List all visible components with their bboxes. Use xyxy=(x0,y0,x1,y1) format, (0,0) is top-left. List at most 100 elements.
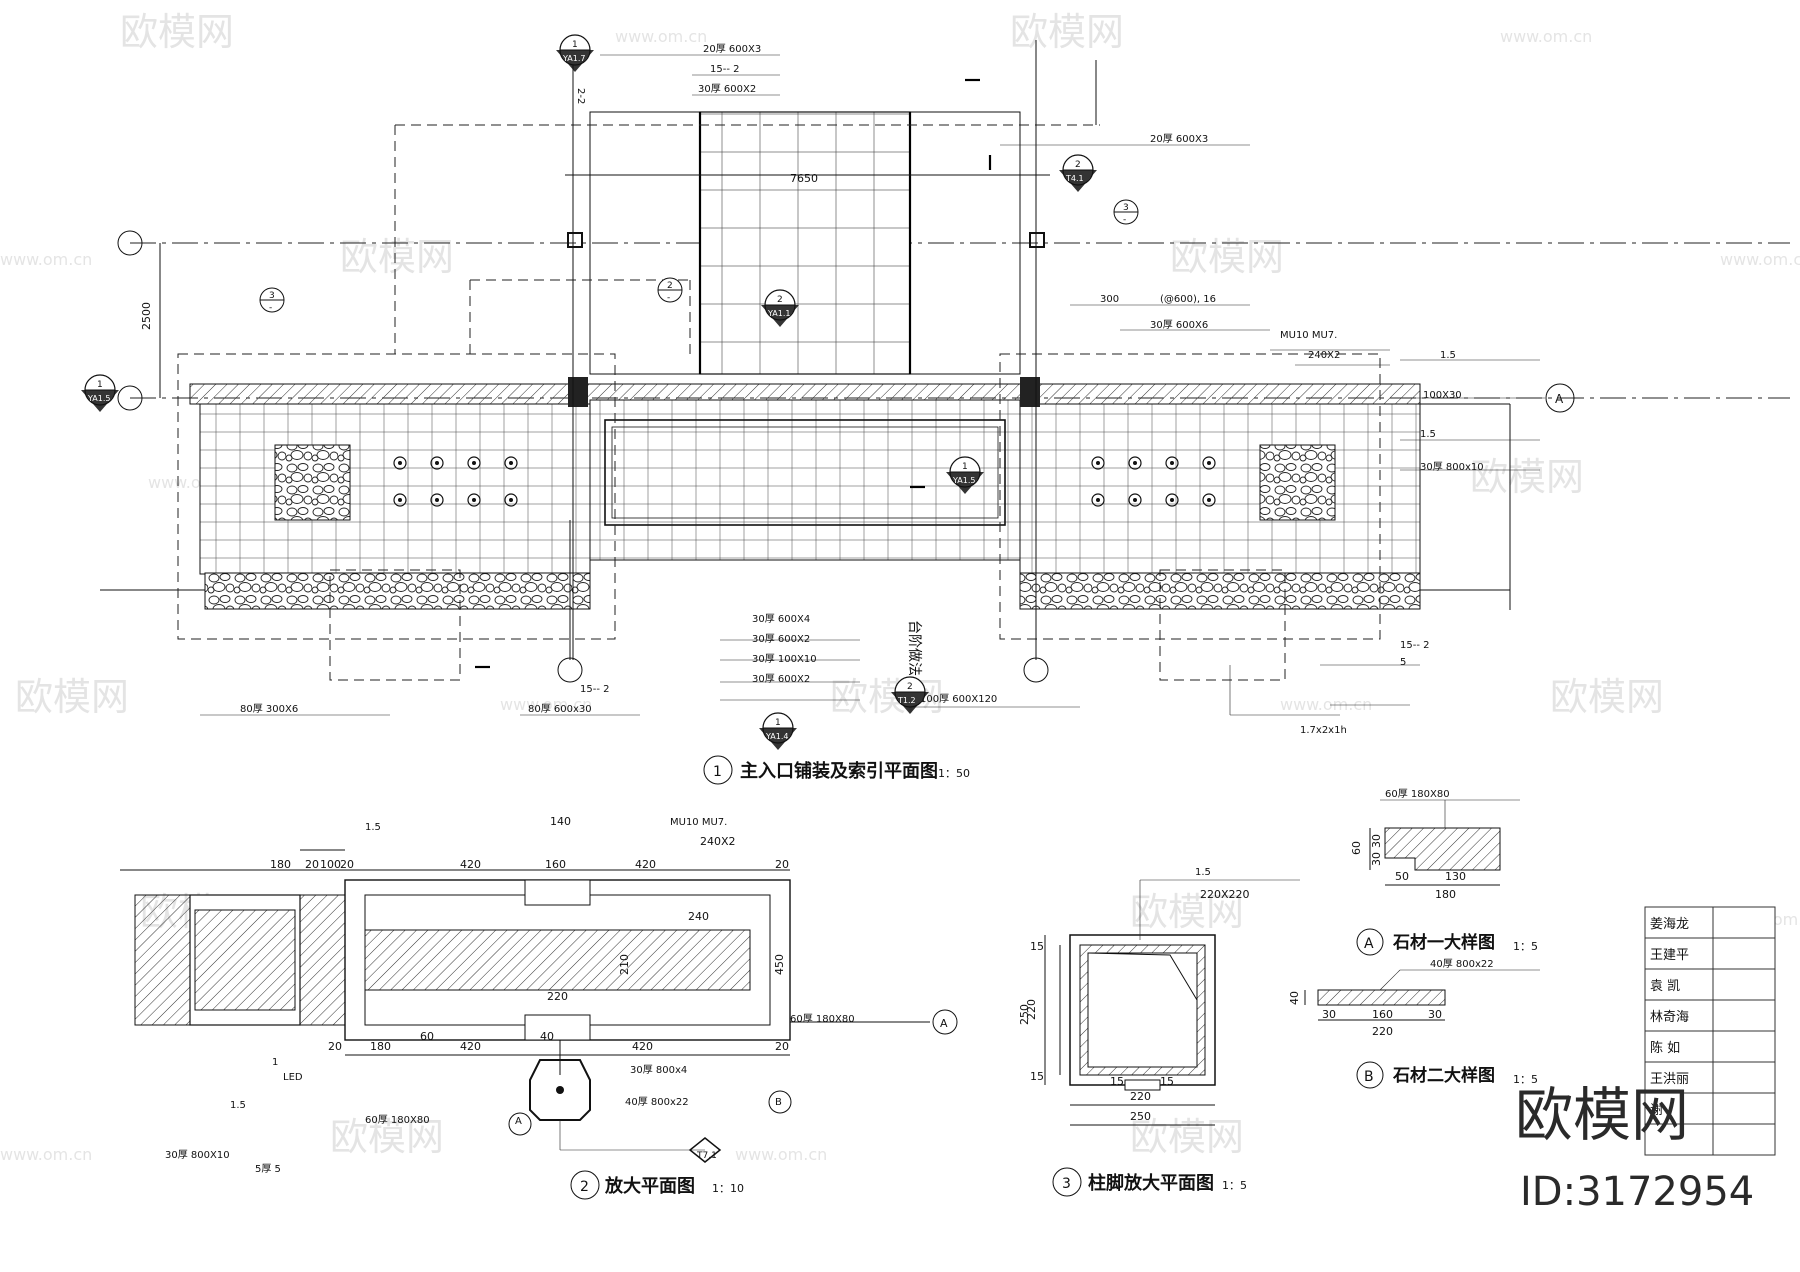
callout-label: 5 xyxy=(1400,657,1406,668)
callout-label: MU10 MU7. xyxy=(1280,330,1337,341)
detailB-dimension: 40 xyxy=(1288,991,1301,1005)
plan1-number: 1 xyxy=(713,764,722,780)
dimension-bottom: 180 xyxy=(370,1040,391,1053)
plan2-number: 2 xyxy=(580,1179,589,1195)
plan2-label: 5厚 5 xyxy=(255,1163,281,1175)
callout-label: 15-- 2 xyxy=(580,684,609,695)
dimension-top: 20 xyxy=(340,858,354,871)
watermark-logo: 欧模网 xyxy=(830,675,944,719)
plan2-title: 放大平面图 xyxy=(604,1175,695,1197)
wall-light-center xyxy=(1207,461,1211,465)
watermark-url: www.om.cn xyxy=(1280,695,1372,714)
watermark-logo: 欧模网 xyxy=(1550,675,1664,719)
plan2-scale: 1：10 xyxy=(712,1182,744,1195)
signature-name: 姜海龙 xyxy=(1650,917,1689,932)
wall-light-icon xyxy=(1091,493,1105,507)
detailB-dimension: 30 xyxy=(1322,1008,1336,1021)
callout-label: 1.5 xyxy=(1440,350,1456,361)
detailB-callout: 40厚 800x22 xyxy=(1430,958,1494,970)
dimension-top: 180 xyxy=(270,858,291,871)
detailA-dimension: 60 xyxy=(1350,841,1363,855)
left-wall-paving xyxy=(199,403,591,575)
detailA-scale: 1：5 xyxy=(1513,940,1538,953)
pier-core xyxy=(364,929,751,991)
plan1-number-circle xyxy=(703,755,733,785)
wall-light-center xyxy=(1207,498,1211,502)
wall-light-icon xyxy=(1165,456,1179,470)
detailA-letter: A xyxy=(1364,936,1374,952)
plan3-dimension: 250 xyxy=(1018,1004,1031,1025)
svg-text:-: - xyxy=(269,303,272,313)
svg-text:1: 1 xyxy=(572,40,578,50)
plan2-label: 1.5 xyxy=(365,822,381,833)
wall-lights-right xyxy=(1091,456,1216,507)
svg-text:1: 1 xyxy=(97,380,103,390)
callout-label: 30厚 600X2 xyxy=(752,633,810,645)
plan2-label: 30厚 800x4 xyxy=(630,1064,687,1076)
callout-label: 30厚 800x10 xyxy=(1420,461,1484,473)
pebble-panel-right xyxy=(1259,444,1336,521)
svg-text:-: - xyxy=(667,293,670,303)
plan3-dimension: 15 xyxy=(1030,940,1044,953)
watermark-logo: 欧模网 xyxy=(1010,10,1124,54)
svg-text:1: 1 xyxy=(962,462,968,472)
watermark-url: www.om.cn xyxy=(735,1145,827,1164)
signature-blank-cell xyxy=(1712,1123,1776,1156)
signature-blank-cell xyxy=(1712,999,1776,1032)
wall-light-center xyxy=(1170,498,1174,502)
watermark-logo: 欧模网 xyxy=(120,10,234,54)
signature-name-cell xyxy=(1644,906,1714,939)
svg-text:YA1.1: YA1.1 xyxy=(767,309,790,318)
wall-light-center xyxy=(472,498,476,502)
plan2-label: 1.5 xyxy=(230,1100,246,1111)
plan3-dimension: 220 xyxy=(1025,999,1038,1020)
signature-name: 王洪丽 xyxy=(1650,1072,1689,1087)
svg-text:-: - xyxy=(1123,215,1126,225)
callout-label: 20厚 600X3 xyxy=(703,43,761,55)
detailA-dimension: 50 xyxy=(1395,870,1409,883)
ref-t71: T7.1 xyxy=(696,1151,717,1161)
signature-name: 陈 如 xyxy=(1650,1040,1680,1056)
signature-blank-cell xyxy=(1712,1092,1776,1125)
callout-label: 30厚 600X2 xyxy=(698,83,756,95)
wall-light-icon xyxy=(393,493,407,507)
svg-text:2: 2 xyxy=(667,281,673,291)
svg-text:2: 2 xyxy=(907,682,913,692)
callout-label: 240X2 xyxy=(1308,350,1340,361)
wall-light-center xyxy=(1170,461,1174,465)
svg-text:YA1.4: YA1.4 xyxy=(765,732,788,741)
wall-light-center xyxy=(1133,461,1137,465)
callout-label: 80厚 600x30 xyxy=(528,703,592,715)
signature-name: 袁 凯 xyxy=(1650,979,1680,994)
callout-label: 15-- 2 xyxy=(1400,640,1429,651)
wall-light-icon xyxy=(430,456,444,470)
plan1-scale: 1：50 xyxy=(938,767,970,780)
signature-blank-cell xyxy=(1712,968,1776,1001)
callout-label: 30厚 600X4 xyxy=(752,613,810,625)
plan2-label: 60厚 180X80 xyxy=(790,1013,855,1025)
plan3-dimension: 250 xyxy=(1130,1110,1151,1123)
plan2-label: A xyxy=(515,1116,522,1127)
svg-text:T4.1: T4.1 xyxy=(1065,174,1084,183)
signature-name-cell xyxy=(1644,1061,1714,1094)
plan3-dimension: 220 xyxy=(1130,1090,1151,1103)
wall-light-center xyxy=(1096,461,1100,465)
watermark-url: www.om.cn xyxy=(1720,250,1800,269)
wall-light-icon xyxy=(467,456,481,470)
index-symbol: 2T1.2 xyxy=(891,676,929,714)
callout-label: 20厚 600X3 xyxy=(1150,133,1208,145)
svg-text:1: 1 xyxy=(775,718,781,728)
wall-light-icon xyxy=(1128,456,1142,470)
callout-label: 1.7x2x1h xyxy=(1300,725,1347,736)
wall-light-icon xyxy=(1128,493,1142,507)
wall-light-center xyxy=(472,461,476,465)
dimension-bottom: 20 xyxy=(775,1040,789,1053)
